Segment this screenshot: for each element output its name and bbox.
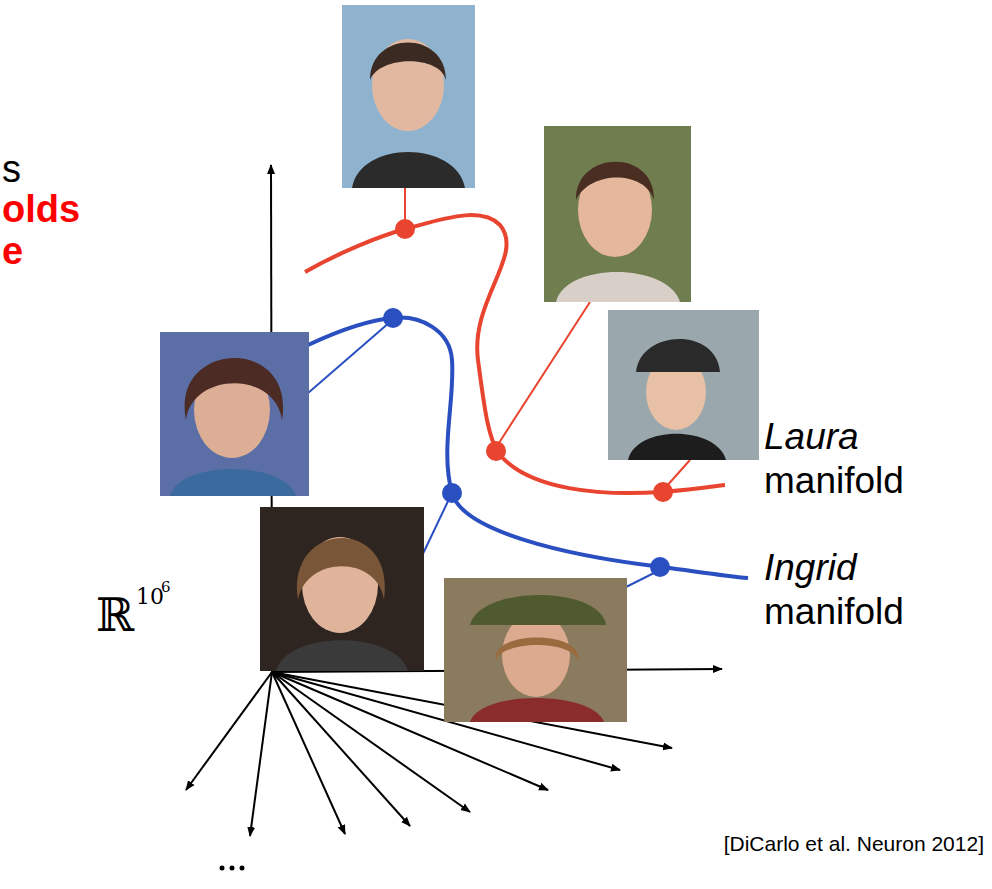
- space-exponent: 6: [161, 580, 171, 595]
- cut-off-word: olds: [2, 190, 80, 228]
- citation: [DiCarlo et al. Neuron 2012]: [724, 833, 984, 854]
- portrait-photos: [160, 5, 759, 722]
- ellipsis-dots: [220, 866, 245, 871]
- manifold-word: manifold: [764, 462, 904, 499]
- cut-off-word: s: [2, 150, 21, 188]
- space-symbol: ℝ: [96, 592, 134, 638]
- manifold-name: Laura: [764, 418, 859, 455]
- cut-off-word: e: [2, 232, 23, 270]
- space-exponent: 10: [136, 586, 164, 608]
- manifold-name: Ingrid: [764, 549, 857, 586]
- manifold-word: manifold: [764, 593, 904, 630]
